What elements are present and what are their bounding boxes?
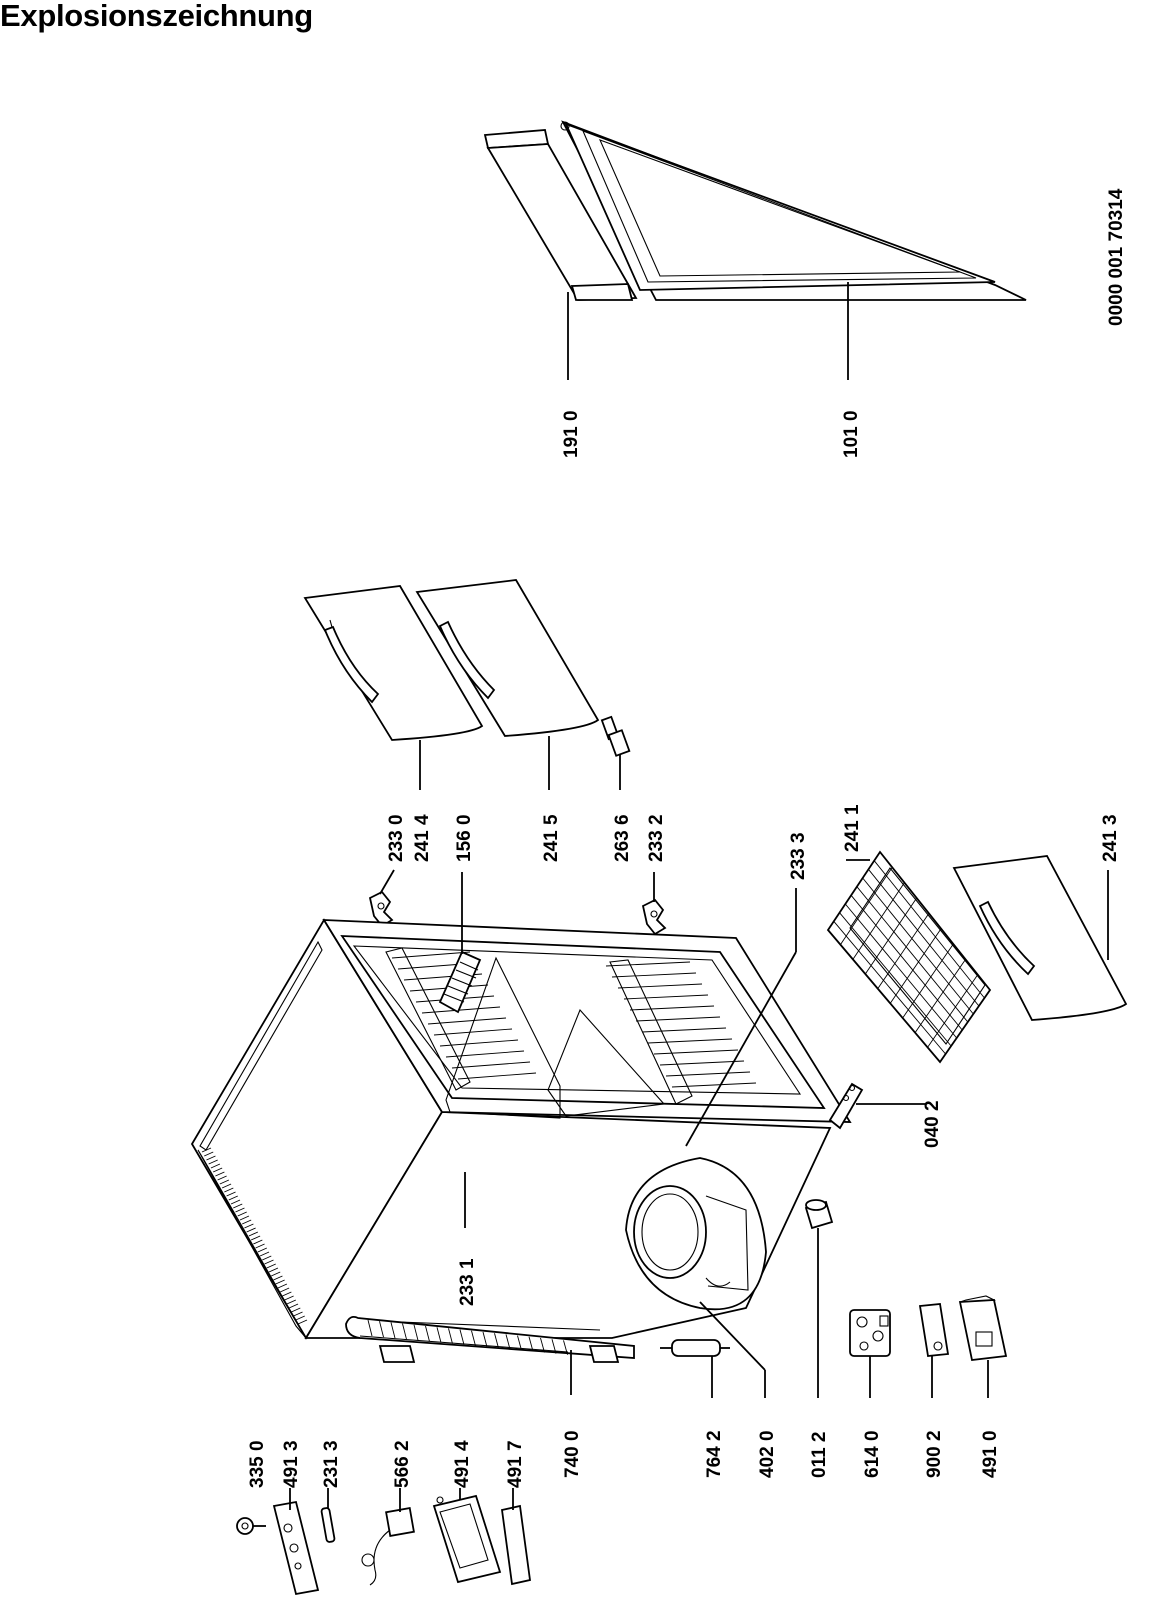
label-491-0: 491 0	[980, 1430, 1001, 1478]
label-241-5: 241 5	[541, 814, 562, 862]
wire-shelf-upper	[385, 947, 561, 1119]
relay-part-614-0	[849, 1309, 891, 1357]
cover-part-491-0	[958, 1295, 1008, 1361]
label-491-7: 491 7	[505, 1440, 526, 1488]
label-233-3: 233 3	[788, 832, 809, 880]
wire-shelf-lower	[547, 959, 693, 1117]
lamp-glass-part-491-7	[500, 1504, 532, 1586]
document-code: 0000 001 70314	[1106, 188, 1127, 326]
label-900-2: 900 2	[924, 1430, 945, 1478]
label-241-1: 241 1	[842, 804, 863, 852]
hinge-part-233-0	[368, 890, 394, 928]
drawer-front-part-241-3	[952, 855, 1128, 1021]
vent-grille	[201, 1147, 308, 1325]
knob-part-335-0	[236, 1517, 254, 1535]
hinge-part-233-2	[641, 898, 667, 936]
label-191-0: 191 0	[561, 410, 582, 458]
label-241-4: 241 4	[412, 814, 433, 862]
label-740-0: 740 0	[562, 1430, 583, 1478]
door-trim-part-191-0	[483, 129, 638, 301]
thermostat-part-566-2	[361, 1507, 415, 1586]
hinge-pin-part-263-6	[600, 715, 631, 757]
label-614-0: 614 0	[862, 1430, 883, 1478]
label-233-2: 233 2	[646, 814, 667, 862]
label-764-2: 764 2	[704, 1430, 725, 1478]
label-011-2: 011 2	[809, 1432, 830, 1479]
part-labels: 335 0 491 3 231 3 566 2 491 4 491 7 740 …	[247, 188, 1127, 1488]
condenser-part-740-0	[345, 1315, 635, 1363]
label-491-3: 491 3	[281, 1440, 302, 1488]
label-263-6: 263 6	[612, 814, 633, 862]
light-strip-part-231-3	[320, 1507, 336, 1543]
wire-basket-part-241-1	[826, 850, 992, 1064]
drawer-front-part-241-4	[303, 585, 484, 741]
label-101-0: 101 0	[841, 410, 862, 458]
label-231-3: 231 3	[321, 1440, 342, 1488]
label-491-4: 491 4	[452, 1440, 473, 1488]
page-title: Explosionszeichnung	[0, 0, 313, 33]
label-233-0: 233 0	[386, 814, 407, 862]
label-040-2: 040 2	[922, 1100, 943, 1148]
compressor-part-402-0	[625, 1157, 767, 1311]
label-241-3: 241 3	[1100, 814, 1121, 862]
clip-part-900-2	[918, 1303, 950, 1357]
label-402-0: 402 0	[757, 1430, 778, 1478]
label-566-2: 566 2	[392, 1440, 413, 1488]
ice-tray-part-156-0	[438, 950, 482, 1014]
leader-lines	[253, 282, 1109, 1527]
lamp-cover-part-491-4	[432, 1494, 502, 1584]
filter-dryer-part-764-2	[660, 1339, 730, 1357]
door-part-101-0	[560, 120, 1027, 301]
label-335-0: 335 0	[247, 1440, 268, 1488]
thermostat-housing-part-491-3	[272, 1500, 320, 1596]
label-233-1: 233 1	[457, 1258, 478, 1306]
foot-bracket-part-040-2	[828, 1082, 864, 1130]
wire-shelf-bars	[391, 951, 757, 1088]
label-156-0: 156 0	[454, 814, 475, 862]
drawer-front-part-241-5	[415, 579, 600, 737]
plug-part-011-2	[804, 1199, 834, 1230]
